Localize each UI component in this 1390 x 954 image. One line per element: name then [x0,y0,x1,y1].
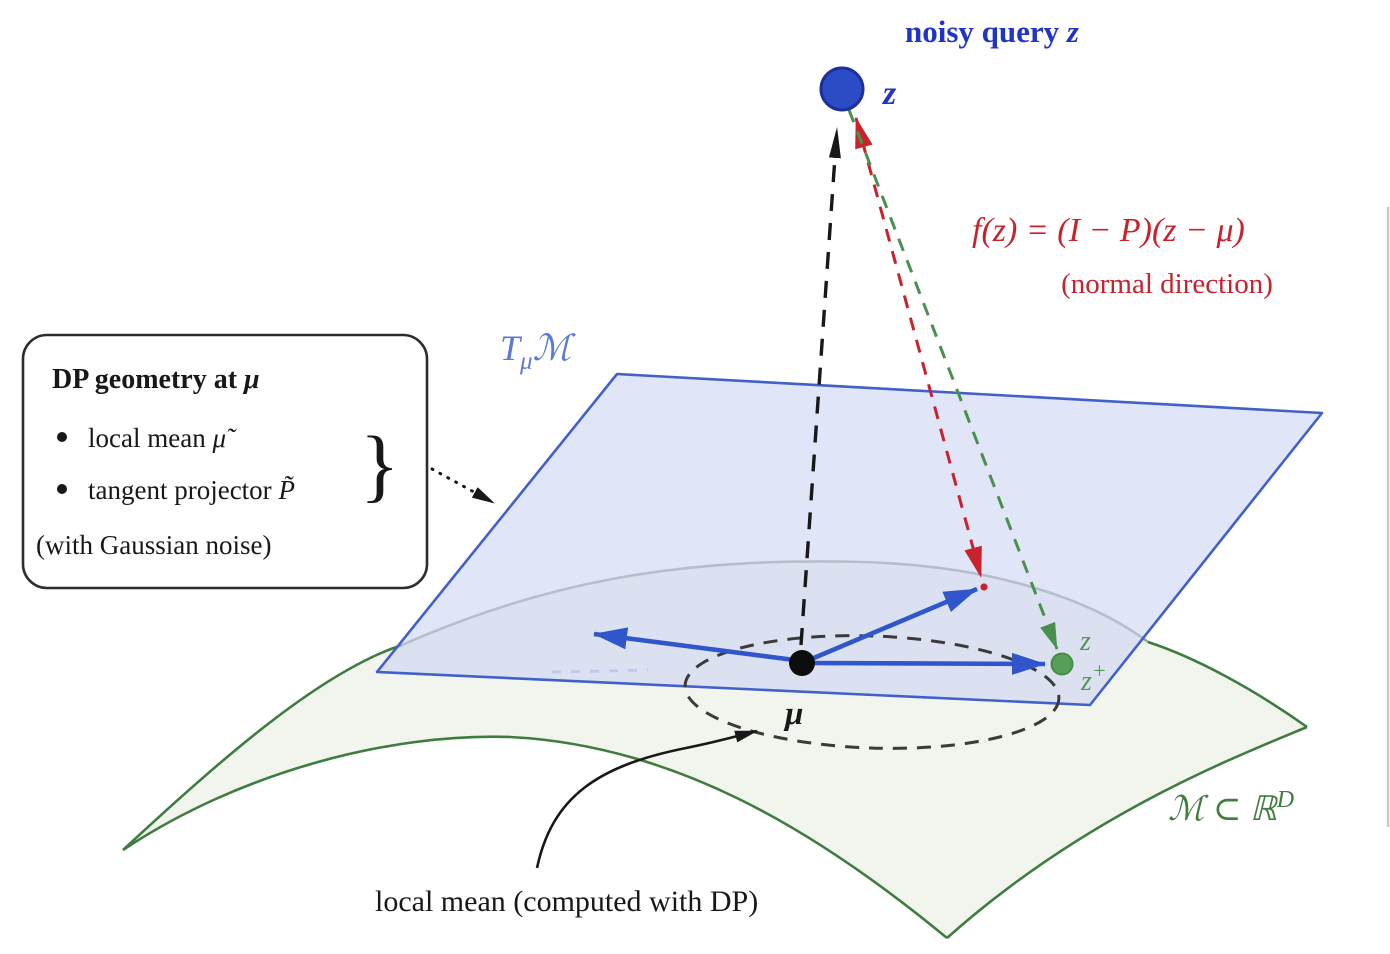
bullet-dot [57,432,67,442]
tangent-arrow-left [593,627,803,664]
box-to-plane-arrow [430,467,496,505]
bullet-dot [57,484,67,494]
manifold-label: ℳ ⊂ ℝD [1168,787,1294,828]
dp-box-brace: } [360,419,399,510]
dp-box-note: (with Gaussian noise) [36,530,271,560]
manifold-front-edge-bottom [122,735,948,940]
normal-direction-label: (normal direction) [1061,268,1273,300]
tangent-plane [375,372,1324,707]
tangent-arrow-right [801,652,1046,675]
neighborhood-ellipse [683,634,1061,750]
mu-point [789,650,815,676]
mu-point-label: μ [783,696,803,732]
normal-formula-label: f(z) = (I − P)(z − μ) [972,212,1245,249]
query-point-label: z [882,75,897,112]
faint-dashes [551,668,649,674]
manifold-back-edge-right [1147,640,1308,729]
projection-point [980,583,988,591]
local-mean-arrow [535,729,758,869]
tangent-plane-label: Tμℳ [500,328,576,375]
zplus-point [1050,652,1074,676]
dp-box [21,333,429,590]
manifold-back-edge-left [122,643,403,851]
zplus-point-label-z: z [1079,626,1091,657]
tangent-arrow-upright [801,586,978,666]
dp-box-bullet-2: tangent projector P̃ [88,475,295,505]
manifold-front-edge-right [946,725,1308,939]
arrow-normal-component [854,117,983,578]
zplus-point-label: z+ [1080,658,1107,697]
noisy-query-label: noisy query z [905,14,1079,49]
arrow-z-to-zplus [847,109,1059,650]
local-mean-label: local mean (computed with DP) [375,885,758,918]
query-point [819,66,865,112]
dp-box-title: DP geometry at μ [52,364,260,395]
dp-box-bullet-1: local mean μ̃ [88,423,237,453]
